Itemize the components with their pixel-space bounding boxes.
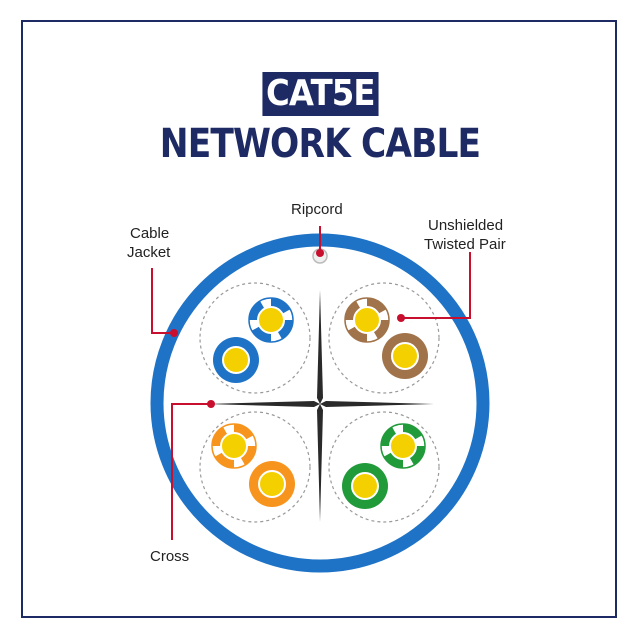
page-frame [21,20,617,618]
pair-compartment-brown [328,282,440,394]
label-cross: Cross [150,548,190,565]
label-unshielded: Unshielded [428,217,504,234]
label-ripcord: Ripcord [291,201,343,218]
pair-compartment-orange [199,411,311,523]
label-twisted-pair: Twisted Pair [424,236,506,253]
title-line-2: NETWORK CABLE [159,121,481,167]
pair-compartment-blue [199,282,311,394]
green-pair-icon [342,423,426,509]
label-jacket: Jacket [127,244,171,261]
leader-dot-ripcord [316,249,324,257]
leader-dot-utp [397,314,405,322]
title: CAT5E NETWORK CABLE [0,72,640,168]
title-line-1: CAT5E [262,72,378,116]
cross-separator [206,290,434,522]
blue-pair-icon [213,297,294,383]
leader-line-cross [171,403,211,540]
leader-line-jacket [151,268,172,334]
label-cable: Cable [130,225,170,242]
brown-pair-icon [344,297,428,379]
leader-dot-cross [207,400,215,408]
leader-line-utp [402,252,471,319]
leader-dot-jacket [170,329,178,337]
pair-compartment-green [328,411,440,523]
orange-pair-icon [211,423,295,507]
